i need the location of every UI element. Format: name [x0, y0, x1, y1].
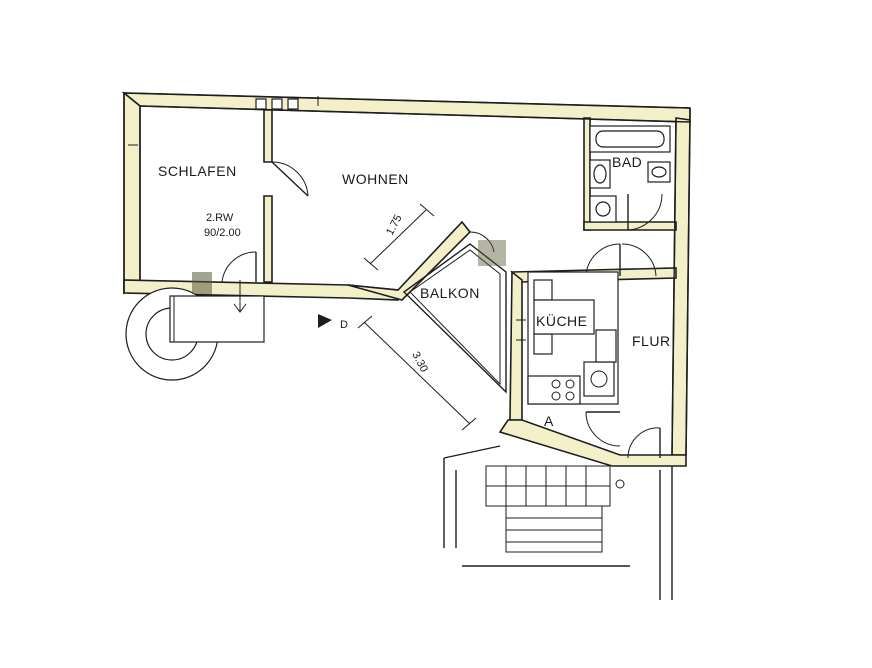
kitchen-fixtures: [516, 271, 619, 405]
room-label-a: A: [544, 413, 554, 429]
marker-d-label: D: [340, 319, 348, 331]
marker-triangle-icon: [318, 314, 332, 328]
doors: [221, 161, 663, 459]
balcony: [402, 240, 507, 394]
bad-fixtures: [589, 125, 671, 223]
room-label-flur: FLUR: [632, 333, 671, 349]
staircase: [443, 445, 673, 600]
rw-line-1: 2.RW: [206, 212, 234, 224]
room-label-balkon: BALKON: [420, 285, 480, 301]
room-label-schlafen: SCHLAFEN: [158, 163, 237, 179]
dimensions: [318, 203, 477, 431]
window-marks: [128, 96, 319, 146]
dim-balcony-length: 3.30: [409, 350, 430, 375]
room-outlines: [123, 92, 691, 456]
rw-line-2: 90/2.00: [204, 227, 241, 239]
room-label-bad: BAD: [612, 154, 642, 170]
room-label-kueche: KÜCHE: [536, 312, 588, 329]
round-table: [125, 272, 265, 381]
room-label-wohnen: WOHNEN: [342, 171, 409, 187]
